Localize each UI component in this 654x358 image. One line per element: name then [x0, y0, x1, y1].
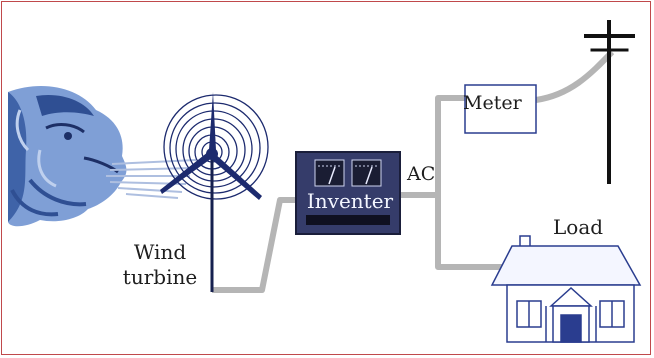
inverter-icon	[295, 151, 401, 235]
wiring	[212, 49, 615, 293]
utility-pole-icon	[584, 20, 635, 184]
ac-to-meter-wire	[435, 95, 465, 195]
ac-to-load-wire	[435, 195, 509, 270]
wind-turbine-label-line2: turbine	[122, 265, 198, 289]
house-icon	[490, 235, 642, 343]
meter-box	[464, 84, 537, 134]
wind-turbine-icon	[160, 92, 262, 292]
wind-face-icon	[8, 86, 127, 227]
meter-label: Meter	[463, 92, 522, 114]
turbine-swirl	[163, 94, 269, 200]
meter-to-pole-wire	[535, 49, 615, 103]
wind-turbine-label: Wind turbine	[121, 241, 199, 288]
inverter-display-bar	[306, 215, 390, 225]
ac-label: AC	[407, 163, 436, 185]
house-roof	[490, 245, 642, 286]
turbine-blade-left	[160, 152, 212, 194]
turbine-to-inverter-wire	[212, 197, 300, 293]
turbine-blade-up	[209, 92, 216, 150]
load-label: Load	[553, 215, 604, 239]
house-door	[560, 314, 582, 343]
turbine-blade-right	[210, 153, 262, 200]
turbine-hub	[206, 148, 218, 160]
wind-turbine-label-line1: Wind	[133, 240, 187, 264]
inverter-label: Inventer	[306, 189, 394, 213]
